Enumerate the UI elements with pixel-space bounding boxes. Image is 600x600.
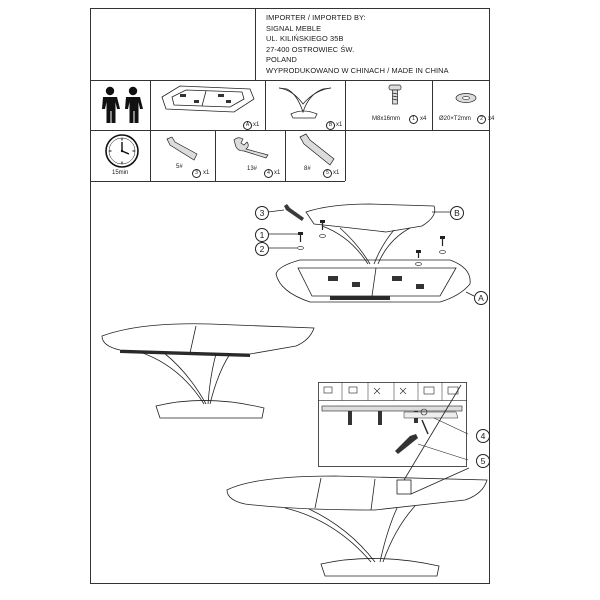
grid-col-6 bbox=[285, 130, 286, 181]
part-b-badge: B bbox=[326, 121, 335, 130]
hex-key-5-size: 5# bbox=[176, 164, 183, 170]
part-a-qty: x1 bbox=[253, 122, 260, 128]
hex-key-5-qty: x1 bbox=[203, 170, 210, 176]
screw-badge: 1 bbox=[409, 115, 418, 124]
callout-5: 5 bbox=[476, 454, 490, 468]
importer-info: IMPORTER / IMPORTED BY: SIGNAL MEBLE UL.… bbox=[266, 13, 449, 77]
callout-a: A bbox=[474, 291, 488, 305]
extended-table-drawing bbox=[226, 384, 488, 577]
detail-inset-drawing bbox=[318, 382, 469, 467]
hex-key-5-badge: 3 bbox=[192, 169, 201, 178]
two-persons-icon bbox=[102, 86, 143, 123]
base-part-image bbox=[278, 87, 332, 119]
screw-icon bbox=[388, 84, 402, 105]
wrench-13-qty: x1 bbox=[274, 170, 281, 176]
wrench-13-icon bbox=[233, 137, 269, 159]
hex-key-8-icon bbox=[299, 133, 335, 166]
callout-b: B bbox=[450, 206, 464, 220]
assembly-time: 15min bbox=[112, 170, 129, 176]
callout-3: 3 bbox=[255, 206, 269, 220]
header-divider bbox=[90, 80, 490, 81]
screw-size: M8x16mm bbox=[372, 116, 401, 122]
grid-col-4 bbox=[432, 80, 433, 130]
callout-1: 1 bbox=[255, 228, 269, 242]
importer-line: SIGNAL MEBLE bbox=[266, 23, 322, 33]
grid-col-5 bbox=[215, 130, 216, 181]
screw-icon bbox=[297, 220, 446, 266]
part-a-badge: A bbox=[243, 121, 252, 130]
hex-key-8-size: 8# bbox=[304, 166, 311, 172]
importer-line: UL. KILIŃSKIEGO 35B bbox=[266, 34, 344, 44]
washer-badge: 2 bbox=[477, 115, 486, 124]
clock-icon bbox=[105, 134, 139, 168]
header-vertical-divider bbox=[255, 8, 256, 80]
washer-qty: x4 bbox=[488, 116, 495, 122]
parts-row-divider bbox=[90, 130, 490, 131]
importer-line: WYPRODUKOWANO W CHINACH / MADE IN CHINA bbox=[266, 65, 449, 75]
washer-icon bbox=[455, 93, 477, 103]
wrench-13-size: 13# bbox=[247, 166, 258, 172]
grid-col-2 bbox=[265, 80, 266, 130]
grid-col-1 bbox=[150, 80, 151, 181]
hex-key-5-icon bbox=[166, 136, 198, 161]
washer-size: Ø20×T2mm bbox=[439, 116, 471, 122]
importer-line: 27-400 OSTROWIEC ŚW. bbox=[266, 44, 355, 54]
part-b-qty: x1 bbox=[336, 122, 343, 128]
tools-row-divider bbox=[90, 181, 345, 182]
instruction-frame bbox=[90, 8, 490, 584]
hex-key-8-qty: x1 bbox=[333, 170, 340, 176]
callout-2: 2 bbox=[255, 242, 269, 256]
grid-col-3 bbox=[345, 80, 346, 181]
importer-line: POLAND bbox=[266, 55, 297, 65]
hex-key-8-badge: 5 bbox=[323, 169, 332, 178]
screw-qty: x4 bbox=[420, 116, 427, 122]
assembled-table-drawing bbox=[101, 323, 315, 419]
exploded-assembly-drawing bbox=[267, 203, 475, 303]
tabletop-part-image bbox=[161, 85, 255, 113]
wrench-13-badge: 4 bbox=[264, 169, 273, 178]
importer-line: IMPORTER / IMPORTED BY: bbox=[266, 13, 366, 22]
callout-4: 4 bbox=[476, 429, 490, 443]
